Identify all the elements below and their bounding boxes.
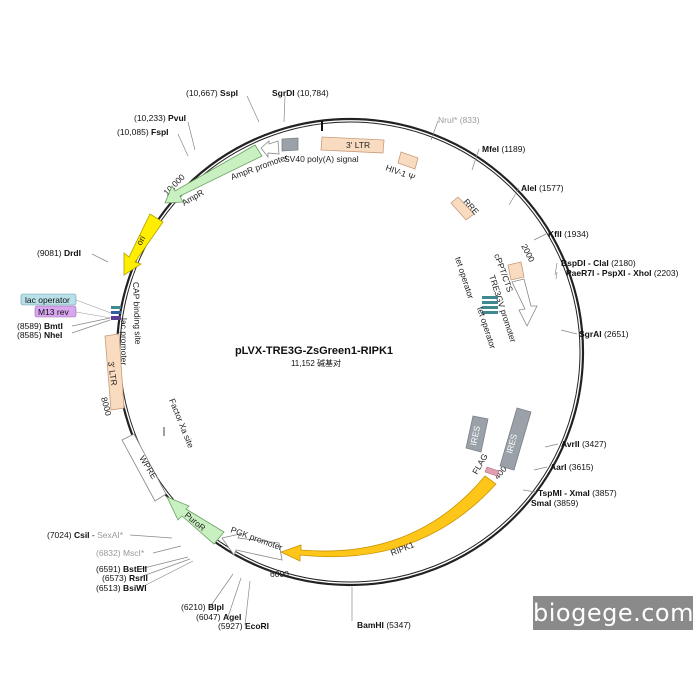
site-pvui: (10,233) PvuI <box>134 113 186 123</box>
feature-flag: FLAG <box>470 452 500 477</box>
feature-3ltr-left: 3' LTR <box>104 333 125 411</box>
site-sgrdi: SgrDI (10,784) <box>272 88 329 98</box>
site-xhoi: PaeR7I - PspXI - XhoI (2203) <box>566 268 679 278</box>
site-kfli: KflI (1934) <box>548 229 589 239</box>
site-agei: (6047) AgeI <box>196 612 241 622</box>
feature-puror: PuroR <box>166 496 225 545</box>
site-nrui: NruI* (833) <box>438 115 480 125</box>
svg-text:ori: ori <box>134 234 147 247</box>
svg-text:3' LTR: 3' LTR <box>346 140 370 150</box>
svg-text:Factor Xa site: Factor Xa site <box>167 397 196 450</box>
feature-wpre: WPRE <box>121 433 167 502</box>
feature-ripk1: RIPK1 <box>279 475 497 562</box>
site-leaders <box>71 95 578 626</box>
site-bsiwi: (6513) BsiWI <box>96 583 147 593</box>
feature-factor-xa: Factor Xa site <box>163 397 196 450</box>
feature-3ltr-top: 3' LTR <box>320 136 385 154</box>
site-fspi: (10,085) FspI <box>117 127 169 137</box>
site-smai: SmaI (3859) <box>531 498 578 508</box>
site-drdi: (9081) DrdI <box>37 248 81 258</box>
feature-sv40-polya: SV40 poly(A) signal <box>281 137 359 164</box>
site-sspi: (10,667) SspI <box>186 88 238 98</box>
site-rsrii: (6573) RsrII <box>102 573 148 583</box>
feature-ori: ori <box>123 213 164 276</box>
site-bspdi-clai: BspDI - ClaI (2180) <box>561 258 636 268</box>
plasmid-size: 11,152 碱基对 <box>291 358 341 368</box>
svg-text:3' LTR: 3' LTR <box>106 361 119 386</box>
feature-lac-operator: lac operator <box>20 293 112 314</box>
site-xmai: TspMI - XmaI (3857) <box>538 488 617 498</box>
feature-hiv-psi: HIV-1 Ψ <box>384 151 419 182</box>
feature-pgk-promoter: PGK promoter <box>221 524 284 561</box>
site-msci: (6832) MscI* <box>96 548 145 558</box>
site-avrii: AvrII (3427) <box>561 439 607 449</box>
svg-text:IRES: IRES <box>468 425 482 447</box>
feature-ires-outer: IRES <box>499 407 532 471</box>
site-bmti: (8589) BmtI <box>17 321 63 331</box>
svg-text:tet operator: tet operator <box>453 256 476 301</box>
site-aari: AarI (3615) <box>550 462 594 472</box>
feature-lac-cap: lac promoter CAP binding site <box>111 282 143 365</box>
site-blpi: (6210) BlpI <box>181 602 224 612</box>
feature-tet-operators: tet operator tet operator <box>453 256 498 351</box>
site-alei: AleI (1577) <box>521 183 564 193</box>
site-bamhi: BamHI (5347) <box>357 620 411 630</box>
tick-2000: 2000 <box>519 242 537 264</box>
site-sgrai: SgrAI (2651) <box>579 329 629 339</box>
site-mfei: MfeI (1189) <box>482 144 525 154</box>
plasmid-name: pLVX-TRE3G-ZsGreen1-RIPK1 <box>235 345 393 357</box>
svg-text:M13 rev: M13 rev <box>38 307 69 317</box>
site-bsteii: (6591) BstEII <box>96 564 147 574</box>
feature-ires-inner: IRES <box>465 415 489 453</box>
feature-m13-rev: M13 rev <box>34 305 112 319</box>
svg-text:PuroR: PuroR <box>183 510 208 533</box>
watermark: biogege.com <box>533 596 693 630</box>
tick-6000: 6000 <box>270 569 289 579</box>
svg-text:lac operator: lac operator <box>25 295 70 305</box>
site-ecori: (5927) EcoRI <box>218 621 269 631</box>
site-nhei: (8585) NheI <box>17 330 62 340</box>
svg-text:SV40 poly(A) signal: SV40 poly(A) signal <box>284 154 359 164</box>
site-csii: (7024) CsiI - SexAI* <box>47 530 124 540</box>
svg-text:CAP binding site: CAP binding site <box>131 282 143 345</box>
svg-text:lac promoter: lac promoter <box>119 318 129 365</box>
feature-rre: RRE <box>450 196 481 221</box>
